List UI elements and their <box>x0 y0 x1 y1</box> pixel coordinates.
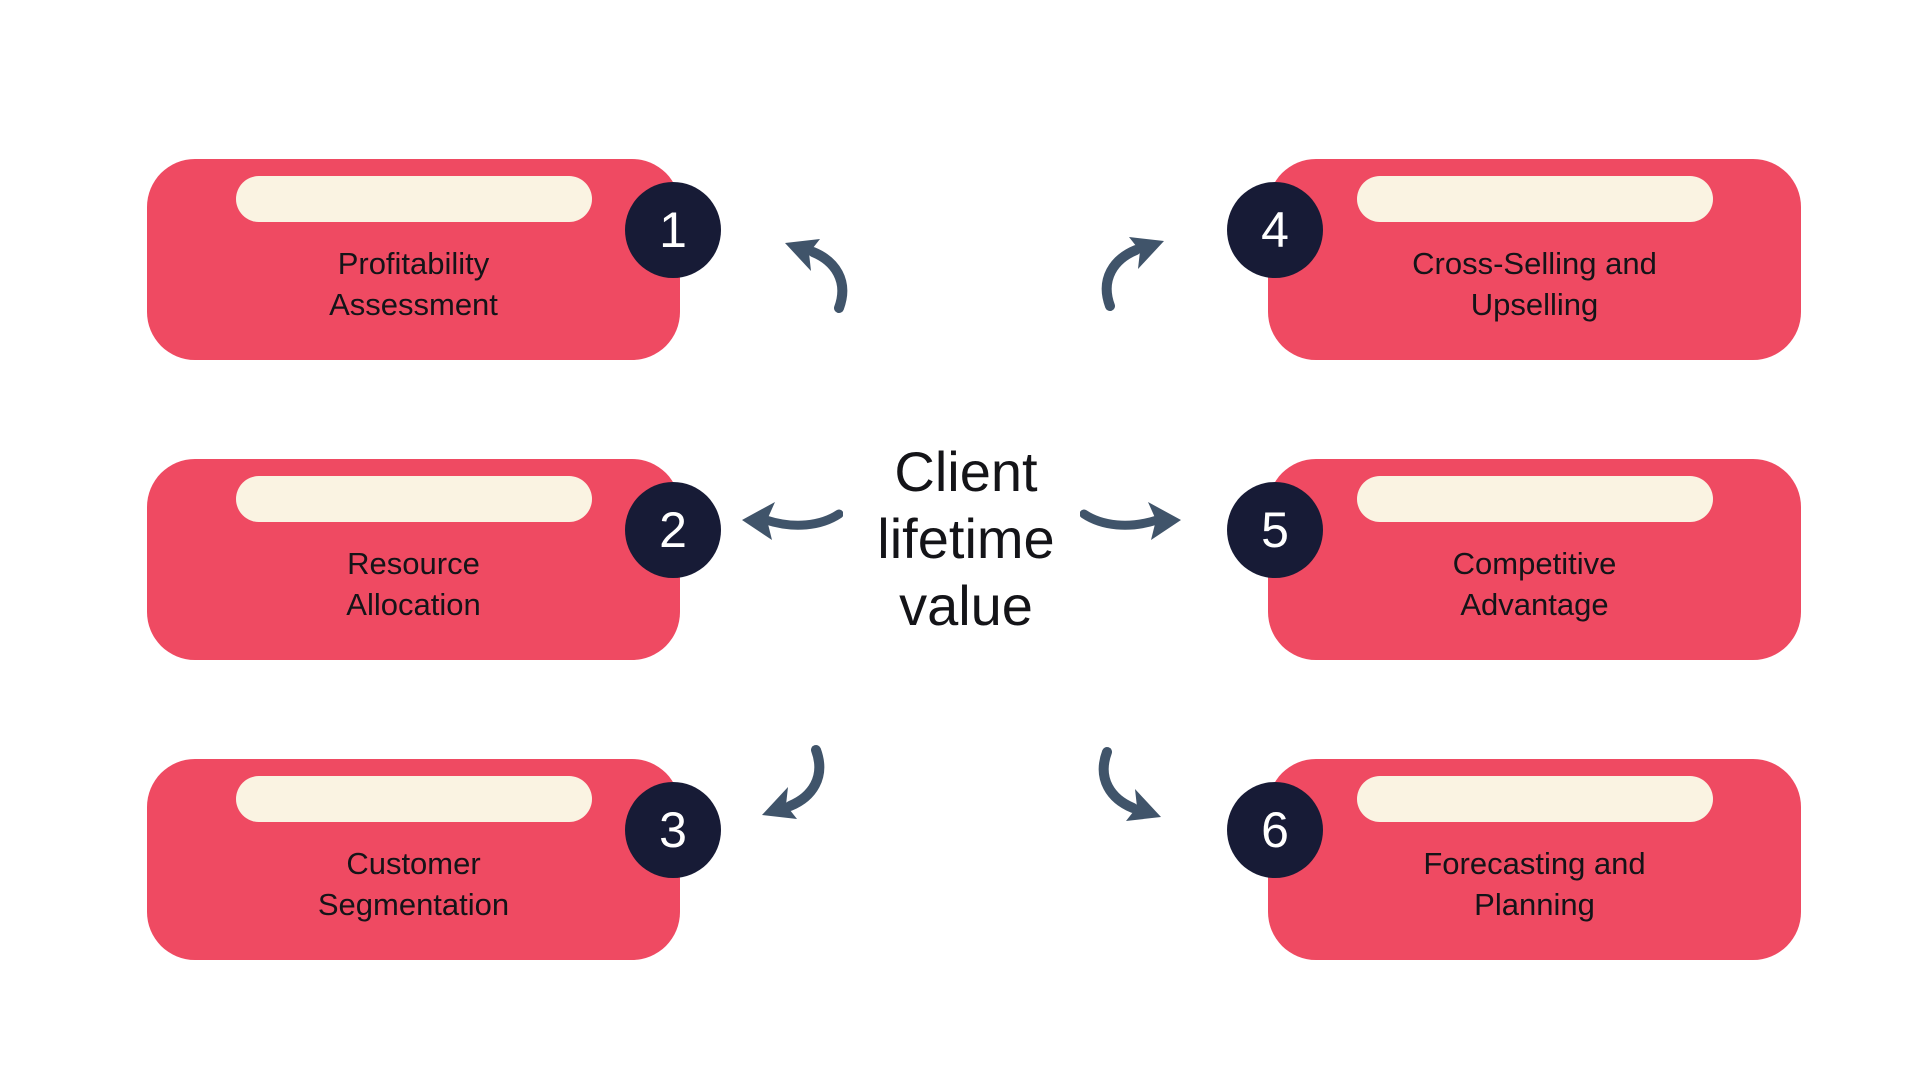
node-customer-segmentation: 3 Customer Segmentation <box>147 759 721 960</box>
node-forecasting-planning: 6 Forecasting and Planning <box>1227 759 1801 960</box>
node-label: Cross-Selling and Upselling <box>1412 246 1657 322</box>
decorative-pill <box>1356 776 1713 822</box>
arrow-to-node-1-icon <box>785 239 848 313</box>
step-3-badge: 3 <box>625 782 721 878</box>
title-line-1: Client <box>894 440 1038 503</box>
step-4-badge: 4 <box>1227 182 1323 278</box>
node-resource-allocation: 2 Resource Allocation <box>147 459 721 660</box>
decorative-pill <box>235 476 592 522</box>
node-label: Profitability Assessment <box>329 246 498 322</box>
title-line-2: lifetime <box>877 507 1055 570</box>
node-label: Forecasting and Planning <box>1423 846 1646 922</box>
step-1-badge: 1 <box>625 182 721 278</box>
node-label: Customer Segmentation <box>317 846 510 922</box>
decorative-pill <box>235 776 592 822</box>
node-competitive-advantage: 5 Competitive Advantage <box>1227 459 1801 660</box>
node-label: Competitive Advantage <box>1452 546 1617 622</box>
node-profitability-assessment: 1 Profitability Assessment <box>147 159 721 360</box>
step-2-badge: 2 <box>625 482 721 578</box>
arrow-to-node-2-icon <box>742 502 843 540</box>
diagram-title: Client lifetime value <box>766 438 1166 639</box>
arrow-to-node-4-icon <box>1101 237 1164 311</box>
arrow-to-node-5-icon <box>1080 502 1181 540</box>
decorative-pill <box>235 176 592 222</box>
step-6-badge: 6 <box>1227 782 1323 878</box>
decorative-pill <box>1356 176 1713 222</box>
node-label: Resource Allocation <box>346 546 481 622</box>
arrow-to-node-6-icon <box>1098 747 1161 821</box>
step-5-badge: 5 <box>1227 482 1323 578</box>
title-line-3: value <box>899 574 1033 637</box>
decorative-pill <box>1356 476 1713 522</box>
arrow-to-node-3-icon <box>762 745 825 819</box>
node-cross-selling-upselling: 4 Cross-Selling and Upselling <box>1227 159 1801 360</box>
